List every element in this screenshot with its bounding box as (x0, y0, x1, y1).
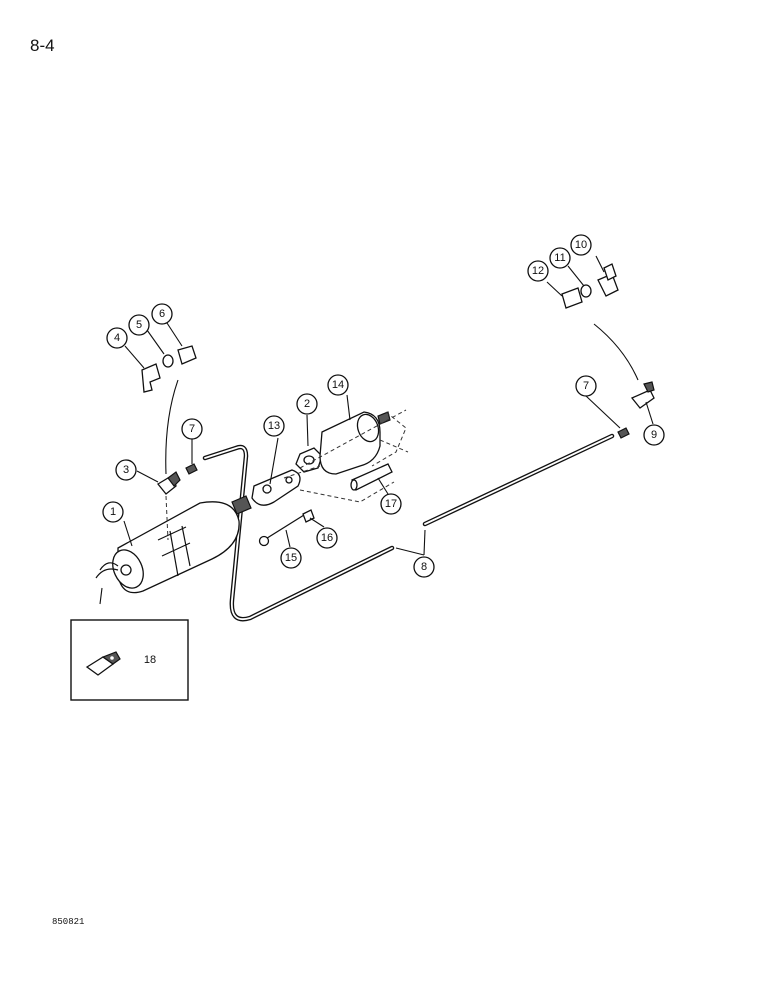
leader-lines (123, 255, 654, 556)
callout-11: 11 (549, 247, 571, 269)
svg-text:7: 7 (583, 380, 589, 392)
callout-7-right: 7 (575, 375, 597, 397)
svg-text:5: 5 (136, 319, 142, 331)
svg-text:4: 4 (114, 332, 120, 344)
callout-18: 18 (144, 654, 156, 666)
svg-text:3: 3 (123, 464, 129, 476)
svg-text:14: 14 (332, 379, 344, 391)
svg-text:15: 15 (285, 552, 297, 564)
svg-text:2: 2 (304, 398, 310, 410)
callout-2: 2 (296, 393, 318, 415)
callout-17: 17 (380, 493, 402, 515)
svg-text:9: 9 (651, 429, 657, 441)
callout-9: 9 (643, 424, 665, 446)
callout-13: 13 (263, 415, 285, 437)
svg-text:17: 17 (385, 498, 397, 510)
mount-hardware (251, 409, 409, 547)
callout-3: 3 (115, 459, 137, 481)
right-fittings (561, 263, 655, 439)
svg-text:6: 6 (159, 308, 165, 320)
svg-text:11: 11 (554, 252, 565, 264)
connector-inset: 18 (70, 619, 189, 701)
svg-text:13: 13 (268, 420, 280, 432)
callout-15: 15 (280, 547, 302, 569)
left-fittings (141, 345, 198, 541)
svg-text:7: 7 (189, 423, 195, 435)
callout-4: 4 (106, 327, 128, 349)
callout-6: 6 (151, 303, 173, 325)
callout-12: 12 (527, 260, 549, 282)
callout-10: 10 (570, 234, 592, 256)
callout-7-left: 7 (181, 418, 203, 440)
svg-text:16: 16 (321, 532, 333, 544)
callout-5: 5 (128, 314, 150, 336)
figure-code: 850821 (52, 917, 85, 927)
svg-text:1: 1 (110, 506, 116, 518)
callout-8: 8 (413, 556, 435, 578)
svg-text:12: 12 (532, 265, 544, 277)
fuel-pump (95, 495, 252, 605)
callout-14: 14 (327, 374, 349, 396)
svg-text:8: 8 (421, 561, 427, 573)
svg-text:10: 10 (575, 239, 587, 251)
callout-16: 16 (316, 527, 338, 549)
fuel-lines (202, 433, 615, 622)
callout-1: 1 (102, 501, 124, 523)
page-number: 8-4 (30, 36, 55, 55)
